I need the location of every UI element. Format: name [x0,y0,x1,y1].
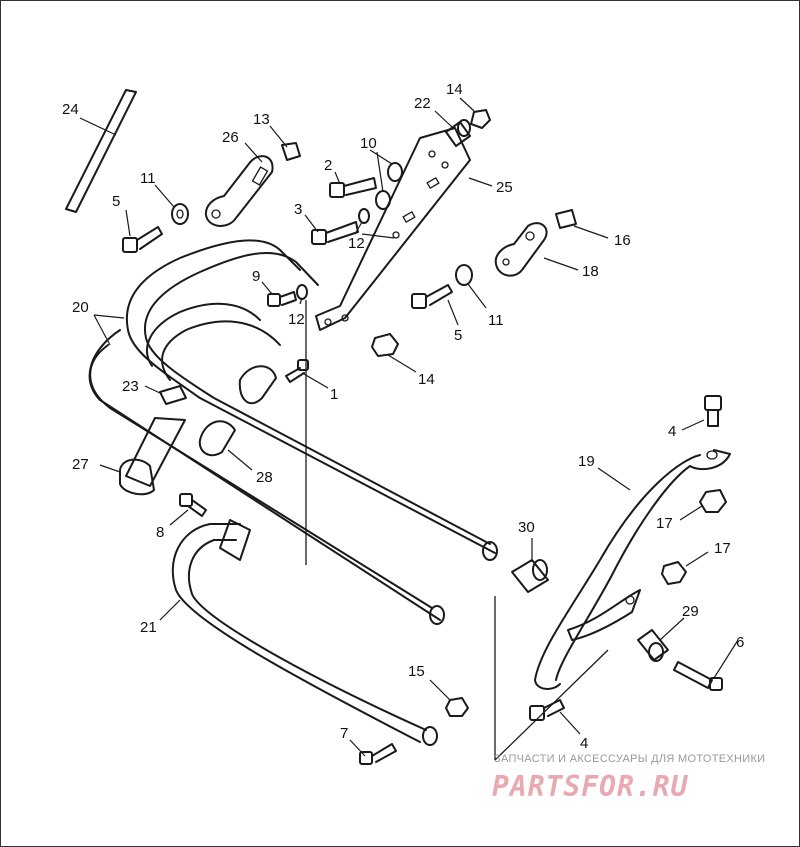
callout-30: 30 [518,519,535,536]
part-8-bolt [179,493,207,517]
part-14-nut-top [470,109,491,129]
part-9-bolt [267,291,297,307]
callout-24: 24 [62,101,79,118]
part-20-crash-bar [88,239,498,625]
callout-3: 3 [294,201,302,218]
part-11-washer-left [171,203,189,225]
callout-16: 16 [614,232,631,249]
part-5-bolt-left [122,226,163,253]
part-17-nut-lower [661,561,687,585]
part-30-spacer [511,559,549,593]
callout-6: 6 [736,634,744,651]
part-3-bolt [311,221,359,245]
part-13-clip-nut [281,142,301,161]
part-4-bolt-lower [529,699,565,721]
callout-28: 28 [256,469,273,486]
part-29-sleeve [637,629,669,662]
callout-20: 20 [72,299,89,316]
part-12-lockwasher-lower [296,284,308,300]
callout-29: 29 [682,603,699,620]
part-5-bolt-right [411,284,453,309]
part-24-strip [65,89,137,213]
callout-23: 23 [122,378,139,395]
callout-labels: 24 26 13 11 5 22 14 10 2 25 3 12 9 12 16… [62,81,744,752]
callout-12-lower: 12 [288,311,305,328]
callout-5-right: 5 [454,327,462,344]
callout-4-upper: 4 [668,423,676,440]
callout-15: 15 [408,663,425,680]
part-7-bolt [359,743,397,765]
callout-17-upper: 17 [656,515,673,532]
clamp-upper [238,365,277,405]
watermark-tagline: ЗАПЧАСТИ И АКСЕССУАРЫ ДЛЯ МОТОТЕХНИКИ [494,753,766,765]
part-18-bracket [494,222,548,277]
part-25-mounting-plate [315,127,471,331]
part-4-bolt-upper [704,395,722,427]
part-2-bolt [329,177,377,198]
part-16-clip-nut [555,209,577,229]
part-26-bracket [204,155,274,227]
part-21-lower-bar [171,519,438,746]
part-23-pad [159,385,187,405]
callout-10: 10 [360,135,377,152]
callout-26: 26 [222,129,239,146]
part-1-bolt [285,359,309,383]
part-28-clamp [198,420,236,457]
part-27-strut [119,417,186,496]
callout-19: 19 [578,453,595,470]
callout-5-left: 5 [112,193,120,210]
part-11-washer-right [455,264,473,286]
callout-11-left: 11 [140,170,156,187]
part-19-right-bar [494,449,731,761]
part-14-nut-lower [371,333,399,357]
callout-21: 21 [140,619,157,636]
callout-18: 18 [582,263,599,280]
callout-2: 2 [324,157,332,174]
callout-22: 22 [414,95,431,112]
callout-14-top: 14 [446,81,463,98]
callout-27: 27 [72,456,89,473]
callout-14-lower: 14 [418,371,435,388]
callout-11-right: 11 [488,312,504,329]
part-22-spacer [445,119,471,147]
part-6-bolt [673,661,723,691]
callout-13: 13 [253,111,270,128]
callout-9: 9 [252,268,260,285]
callout-7: 7 [340,725,348,742]
callout-4-lower: 4 [580,735,588,752]
callout-12-upper: 12 [348,235,365,252]
callout-1: 1 [330,386,338,403]
part-17-nut-upper [699,489,727,513]
part-15-nut [445,697,469,717]
callout-17-lower: 17 [714,540,731,557]
callout-8: 8 [156,524,164,541]
watermark-brand-logo: PARTSFOR.RU [492,770,689,803]
part-12-lockwasher-upper [358,208,370,224]
callout-25: 25 [496,179,513,196]
leader-lines [79,97,739,757]
